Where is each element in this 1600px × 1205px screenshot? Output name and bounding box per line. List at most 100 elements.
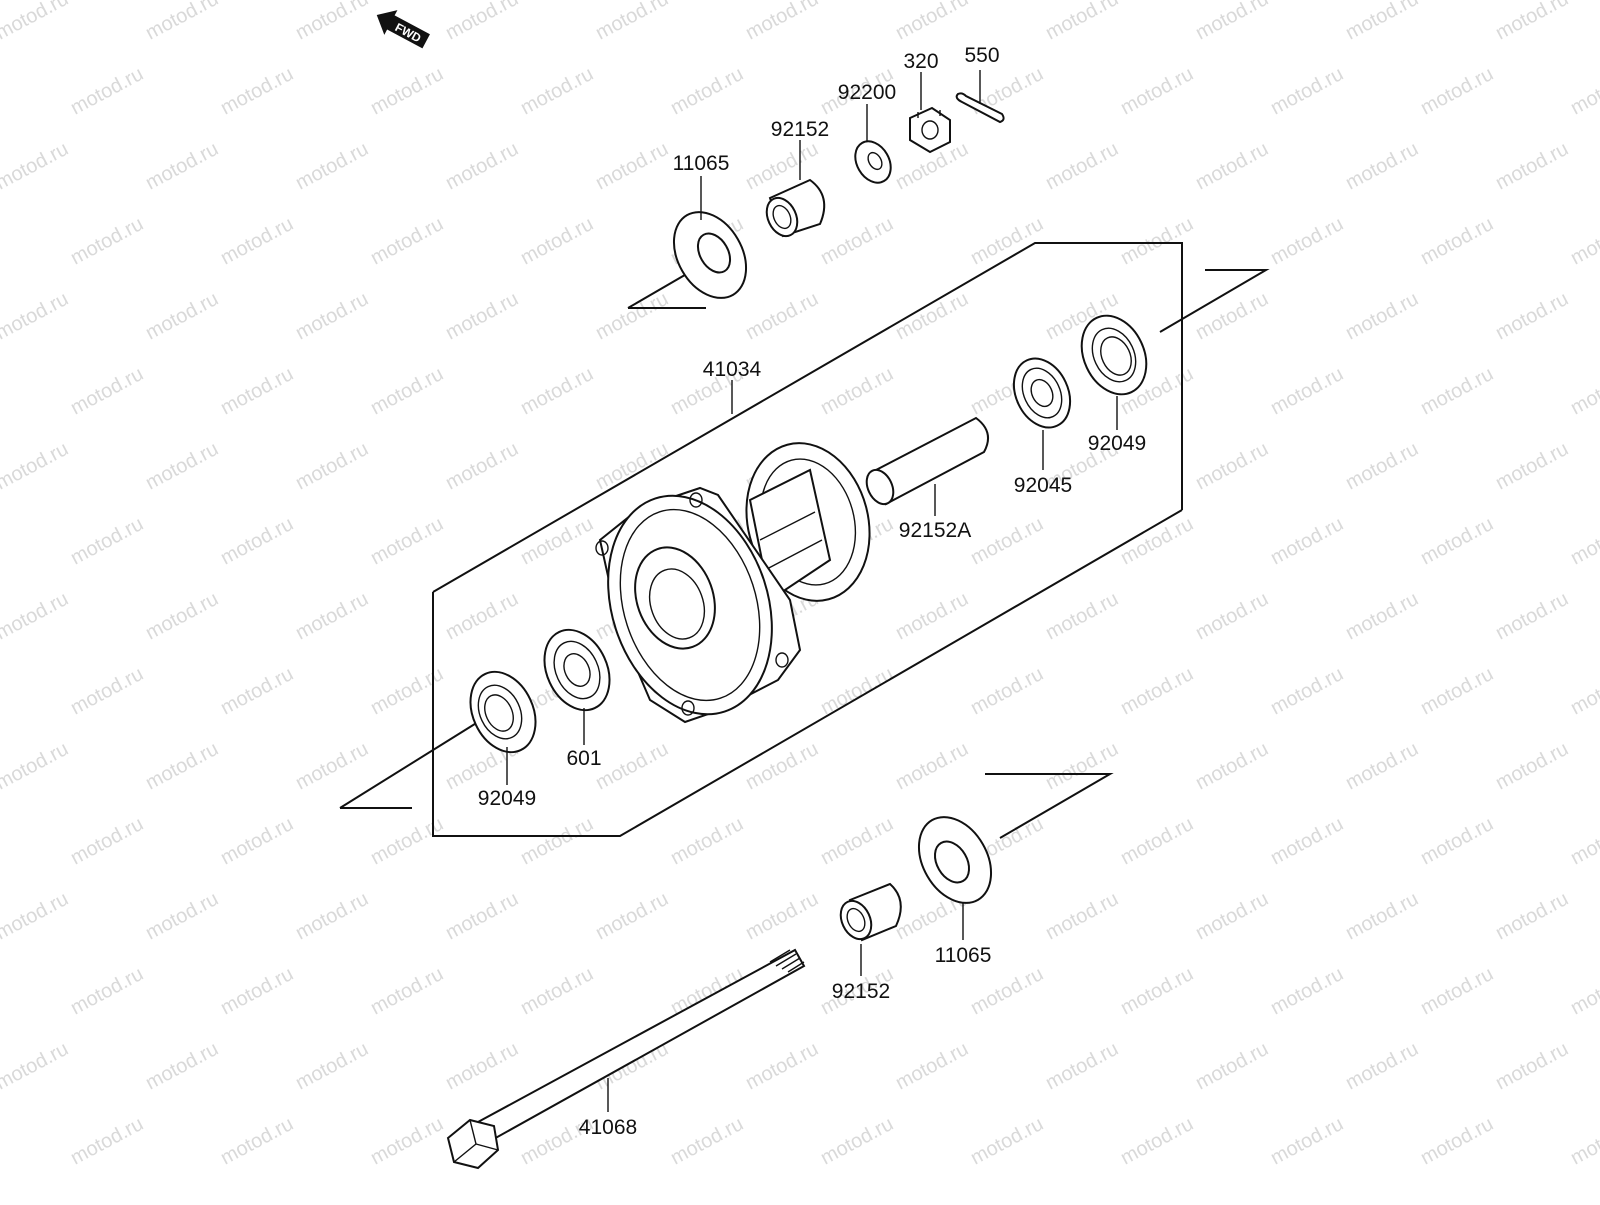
watermark-text: motod.ru [142,888,222,944]
watermark-text: motod.ru [517,513,597,569]
watermark-text: motod.ru [1417,213,1497,269]
watermark-text: motod.ru [1417,813,1497,869]
label-11065-top: 11065 [673,152,730,175]
castle-nut-320 [909,106,951,154]
watermark-text: motod.ru [1267,813,1347,869]
watermark-text: motod.ru [967,513,1047,569]
watermark-text: motod.ru [1042,738,1122,794]
watermark-text: motod.ru [1042,138,1122,194]
wheel-hub-41034 [595,442,871,724]
watermark-text: motod.ru [0,1038,72,1094]
watermark-text: motod.ru [1267,513,1347,569]
watermark-text: motod.ru [1492,138,1572,194]
watermark-text: motod.ru [592,288,672,344]
watermark-text: motod.ru [742,288,822,344]
watermark-text: motod.ru [442,888,522,944]
watermark-text: motod.ru [1342,138,1422,194]
oil-seal-92049-left [469,670,537,754]
spacer-tube-92152A [865,416,990,506]
watermark-text: motod.ru [1192,588,1272,644]
watermark-text: motod.ru [817,363,897,419]
watermark-text: motod.ru [1267,663,1347,719]
watermark-text: motod.ru [1192,888,1272,944]
watermark-text: motod.ru [1492,0,1572,44]
watermark-text: motod.ru [67,813,147,869]
label-92152-bottom: 92152 [832,980,890,1003]
watermark-text: motod.ru [0,438,72,494]
watermark-text: motod.ru [517,213,597,269]
watermark-text: motod.ru [292,588,372,644]
watermark-text: motod.ru [1267,213,1347,269]
watermark-text: motod.ru [67,63,147,119]
watermark-text: motod.ru [142,738,222,794]
watermark-text: motod.ru [1567,363,1600,419]
watermark-text: motod.ru [892,738,972,794]
watermark-text: motod.ru [1417,1113,1497,1169]
bearing-92045 [1012,357,1072,429]
watermark-text: motod.ru [742,888,822,944]
oil-seal-92049-right [1080,314,1148,396]
watermark-text: motod.ru [1042,1038,1122,1094]
watermark-text: motod.ru [217,963,297,1019]
watermark-text: motod.ru [1192,288,1272,344]
watermark-text: motod.ru [517,963,597,1019]
watermark-text: motod.ru [217,363,297,419]
watermark-text: motod.ru [1192,1038,1272,1094]
watermark-text: motod.ru [367,513,447,569]
axle-41068 [446,948,806,1170]
watermark-text: motod.ru [67,963,147,1019]
bushing-92152-bottom [839,882,902,942]
watermark-text: motod.ru [0,0,72,44]
watermark-text: motod.ru [1342,1038,1422,1094]
watermark-text: motod.ru [217,813,297,869]
label-550: 550 [964,44,999,67]
label-92049-right: 92049 [1088,432,1146,455]
watermark-text: motod.ru [667,63,747,119]
watermark-text: motod.ru [592,0,672,44]
washer-92200 [854,140,892,184]
bushing-92152-top [765,178,826,238]
label-92200: 92200 [838,81,896,104]
watermark-text: motod.ru [892,0,972,44]
watermark-text: motod.ru [667,813,747,869]
watermark-text: motod.ru [0,738,72,794]
watermark-text: motod.ru [1417,63,1497,119]
label-92045: 92045 [1014,474,1072,497]
watermark-text: motod.ru [1042,0,1122,44]
watermark-text: motod.ru [142,438,222,494]
watermark-text: motod.ru [142,1038,222,1094]
watermark-text: motod.ru [1342,888,1422,944]
watermark-text: motod.ru [67,363,147,419]
watermark-text: motod.ru [1117,213,1197,269]
watermark-text: motod.ru [742,738,822,794]
watermark-text: motod.ru [217,213,297,269]
watermark-text: motod.ru [967,1113,1047,1169]
watermark-text: motod.ru [1567,213,1600,269]
label-41034: 41034 [703,358,762,381]
hub-assembly-frame [339,242,1270,839]
label-41068: 41068 [579,1116,637,1139]
watermark-text: motod.ru [292,738,372,794]
label-92152-top: 92152 [771,118,829,141]
cotter-pin-550 [955,92,1005,124]
watermark-text: motod.ru [142,0,222,44]
watermark-text: motod.ru [817,1113,897,1169]
watermark-text: motod.ru [592,138,672,194]
label-92049-left: 92049 [478,787,536,810]
watermark-text: motod.ru [1342,288,1422,344]
watermark-text: motod.ru [1492,588,1572,644]
watermark-text: motod.ru [292,288,372,344]
watermark-text: motod.ru [1417,513,1497,569]
watermark-text: motod.ru [367,963,447,1019]
watermark-text: motod.ru [142,288,222,344]
collar-washer-11065-top [672,211,748,299]
label-92152A: 92152A [899,519,971,542]
watermark-text: motod.ru [142,138,222,194]
watermark-text: motod.ru [0,138,72,194]
watermark-text: motod.ru [1492,1038,1572,1094]
watermark-text: motod.ru [1567,63,1600,119]
watermark-text: motod.ru [1192,138,1272,194]
watermark-text: motod.ru [1267,363,1347,419]
watermark-text: motod.ru [217,63,297,119]
